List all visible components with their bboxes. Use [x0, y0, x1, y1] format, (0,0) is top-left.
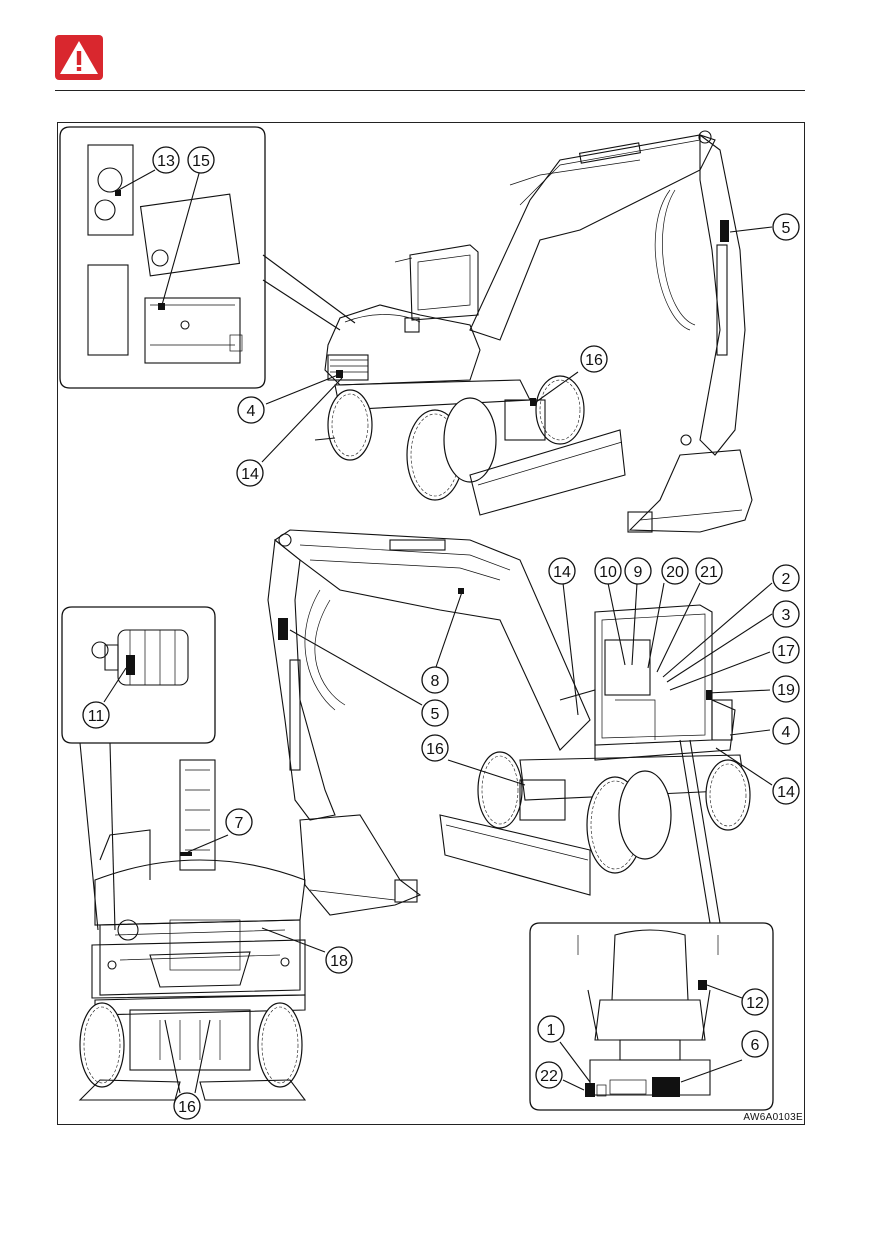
excavator-side-view-drawing: [268, 530, 750, 915]
svg-text:9: 9: [634, 564, 643, 581]
svg-text:2: 2: [782, 571, 791, 588]
svg-text:18: 18: [330, 953, 348, 970]
svg-text:13: 13: [157, 153, 175, 170]
svg-text:11: 11: [88, 708, 105, 725]
callout-17: 17: [773, 637, 799, 663]
callout-5-mid: 5: [422, 700, 448, 726]
callout-20: 20: [662, 558, 688, 584]
svg-text:20: 20: [666, 564, 684, 581]
svg-text:5: 5: [431, 706, 440, 723]
svg-text:8: 8: [431, 673, 440, 690]
callout-22: 22: [536, 1062, 562, 1088]
callout-11: 11: [83, 702, 109, 728]
svg-text:10: 10: [599, 564, 617, 581]
callout-12: 12: [742, 989, 768, 1015]
svg-text:4: 4: [247, 403, 256, 420]
callout-18: 18: [326, 947, 352, 973]
callout-19: 19: [773, 676, 799, 702]
svg-text:3: 3: [782, 607, 791, 624]
svg-text:16: 16: [178, 1099, 196, 1116]
svg-text:7: 7: [235, 815, 244, 832]
svg-text:14: 14: [241, 466, 259, 483]
svg-text:4: 4: [782, 724, 791, 741]
svg-text:19: 19: [777, 682, 795, 699]
callout-14-top: 14: [237, 460, 263, 486]
inset-air-cleaner: [62, 607, 215, 930]
callout-7: 7: [226, 809, 252, 835]
callout-16-bottom: 16: [174, 1093, 200, 1119]
svg-text:15: 15: [192, 153, 210, 170]
callout-13: 13: [153, 147, 179, 173]
callout-1: 1: [538, 1016, 564, 1042]
callout-14-right: 14: [773, 778, 799, 804]
svg-text:6: 6: [751, 1037, 760, 1054]
callout-10: 10: [595, 558, 621, 584]
figure-code: AW6A0103E: [743, 1112, 803, 1123]
svg-text:17: 17: [777, 643, 795, 660]
svg-text:22: 22: [540, 1068, 558, 1085]
callout-2: 2: [773, 565, 799, 591]
callout-16-mid: 16: [422, 735, 448, 761]
excavator-top-view-drawing: [315, 131, 752, 532]
callout-16-top: 16: [581, 346, 607, 372]
callout-9: 9: [625, 558, 651, 584]
svg-text:16: 16: [585, 352, 603, 369]
svg-text:5: 5: [782, 220, 791, 237]
svg-text:1: 1: [547, 1022, 556, 1039]
callout-4-top: 4: [238, 397, 264, 423]
svg-text:14: 14: [553, 564, 571, 581]
callout-14-mid: 14: [549, 558, 575, 584]
callout-21: 21: [696, 558, 722, 584]
callout-15: 15: [188, 147, 214, 173]
svg-text:14: 14: [777, 784, 795, 801]
svg-text:12: 12: [746, 995, 764, 1012]
callout-3: 3: [773, 601, 799, 627]
callout-6: 6: [742, 1031, 768, 1057]
svg-text:16: 16: [426, 741, 444, 758]
excavator-rear-view-drawing: [80, 760, 305, 1100]
callout-4-mid: 4: [773, 718, 799, 744]
callout-5-top: 5: [773, 214, 799, 240]
callout-8: 8: [422, 667, 448, 693]
svg-text:21: 21: [700, 564, 718, 581]
